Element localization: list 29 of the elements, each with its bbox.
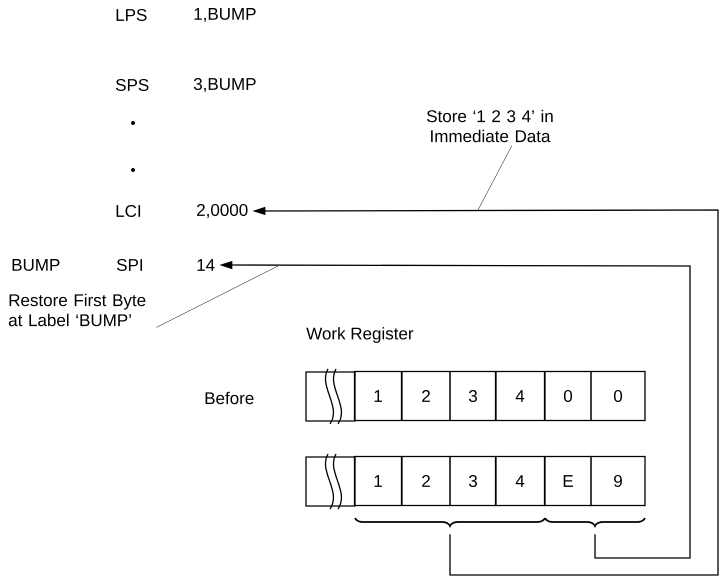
register-cell: E	[544, 456, 592, 506]
code-text: Work Register	[306, 327, 414, 343]
code-text: LCI	[116, 204, 140, 218]
register-cell: 0	[544, 370, 592, 422]
register-cell: 0	[590, 370, 646, 422]
leader-line	[156, 266, 278, 328]
register-cell: 9	[590, 456, 646, 506]
code-text: LPS	[116, 8, 147, 22]
code-text: 3,BUMP	[194, 78, 256, 92]
code-text: SPI	[116, 258, 142, 272]
callout-text: Restore First Byte at Label ‘BUMP’	[8, 294, 146, 326]
code-operand: 2,0000	[197, 204, 248, 218]
register-cell: 2	[401, 370, 451, 422]
code-text: 1,BUMP	[194, 8, 256, 22]
code-operand: 14	[198, 259, 215, 271]
callout-text: Store ‘1 2 3 4’ in Immediate Data	[427, 110, 553, 142]
register-cell: 2	[401, 456, 451, 506]
brace	[544, 517, 646, 527]
brace	[354, 517, 546, 527]
register-cell: 4	[494, 370, 546, 422]
register-cell: 4	[494, 456, 546, 506]
register-cell: 1	[354, 370, 402, 422]
code-text: BUMP	[12, 259, 60, 271]
code-text: Before	[206, 392, 254, 404]
register-cell: 1	[354, 456, 402, 506]
register-cell: 3	[449, 456, 497, 506]
leader-line	[478, 145, 512, 210]
register-cell: 3	[449, 370, 497, 422]
code-text: SPS	[116, 78, 148, 92]
